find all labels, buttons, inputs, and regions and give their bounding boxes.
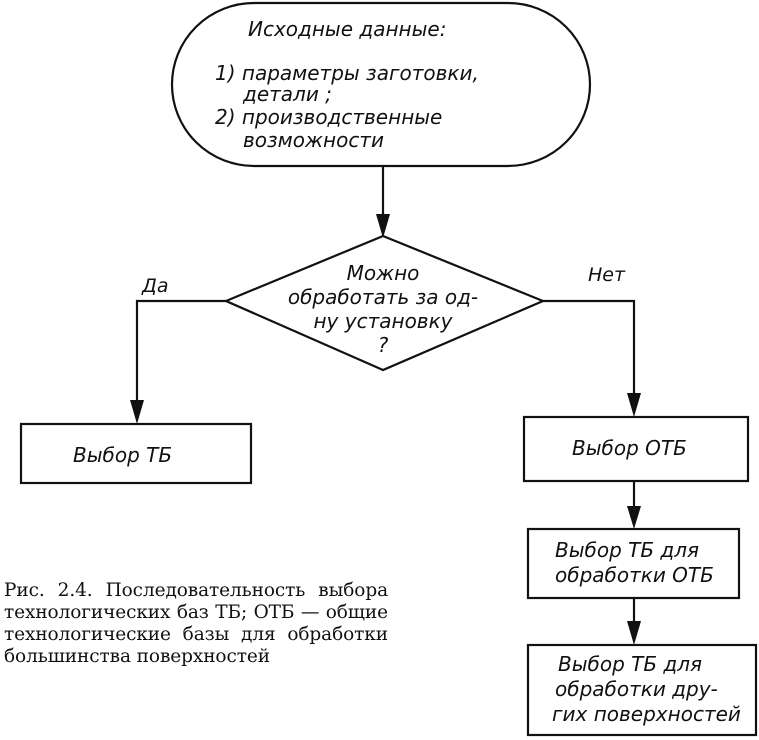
box-tb-for-other-line-3: гих поверхностей	[552, 702, 741, 726]
box-tb-label: Выбор ТБ	[73, 443, 172, 467]
box-tb-for-otb-line-2: обработки ОТБ	[555, 563, 714, 587]
decision-diamond	[223, 234, 546, 372]
figure-caption: Рис. 2.4. Последовательность выбора техн…	[4, 580, 388, 667]
start-title: Исходные данные:	[248, 17, 446, 41]
decision-line-4: ?	[378, 333, 389, 357]
start-terminal	[170, 1, 592, 168]
arrowhead-decision	[376, 214, 390, 238]
arrowhead-tb-for-otb	[627, 506, 641, 529]
start-line-3: 2) производственные	[215, 105, 442, 129]
decision-line-1: Можно	[347, 261, 420, 285]
box-tb-for-other-line-2: обработки дру-	[555, 677, 718, 701]
no-label: Нет	[588, 264, 626, 286]
box-tb-for-other-line-1: Выбор ТБ для	[558, 652, 702, 676]
start-line-4: возможности	[243, 128, 384, 152]
start-line-1: 1) параметры заготовки,	[215, 61, 479, 85]
arrowhead-tb	[130, 400, 144, 424]
arrowhead-tb-for-other	[627, 621, 641, 645]
box-tb	[19, 422, 253, 485]
connector-yes	[135, 299, 226, 412]
decision-line-3: ну установку	[313, 309, 453, 333]
box-tb-for-otb	[526, 527, 741, 600]
connector-no	[543, 299, 636, 405]
box-otb	[522, 415, 750, 483]
box-otb-label: Выбор ОТБ	[572, 436, 687, 460]
box-tb-for-otb-line-1: Выбор ТБ для	[555, 538, 699, 562]
start-line-2: детали ;	[242, 82, 332, 106]
arrowhead-otb	[627, 393, 641, 417]
decision-line-2: обработать за од-	[288, 285, 478, 309]
box-tb-for-other	[526, 643, 758, 737]
yes-label: Да	[141, 275, 169, 297]
